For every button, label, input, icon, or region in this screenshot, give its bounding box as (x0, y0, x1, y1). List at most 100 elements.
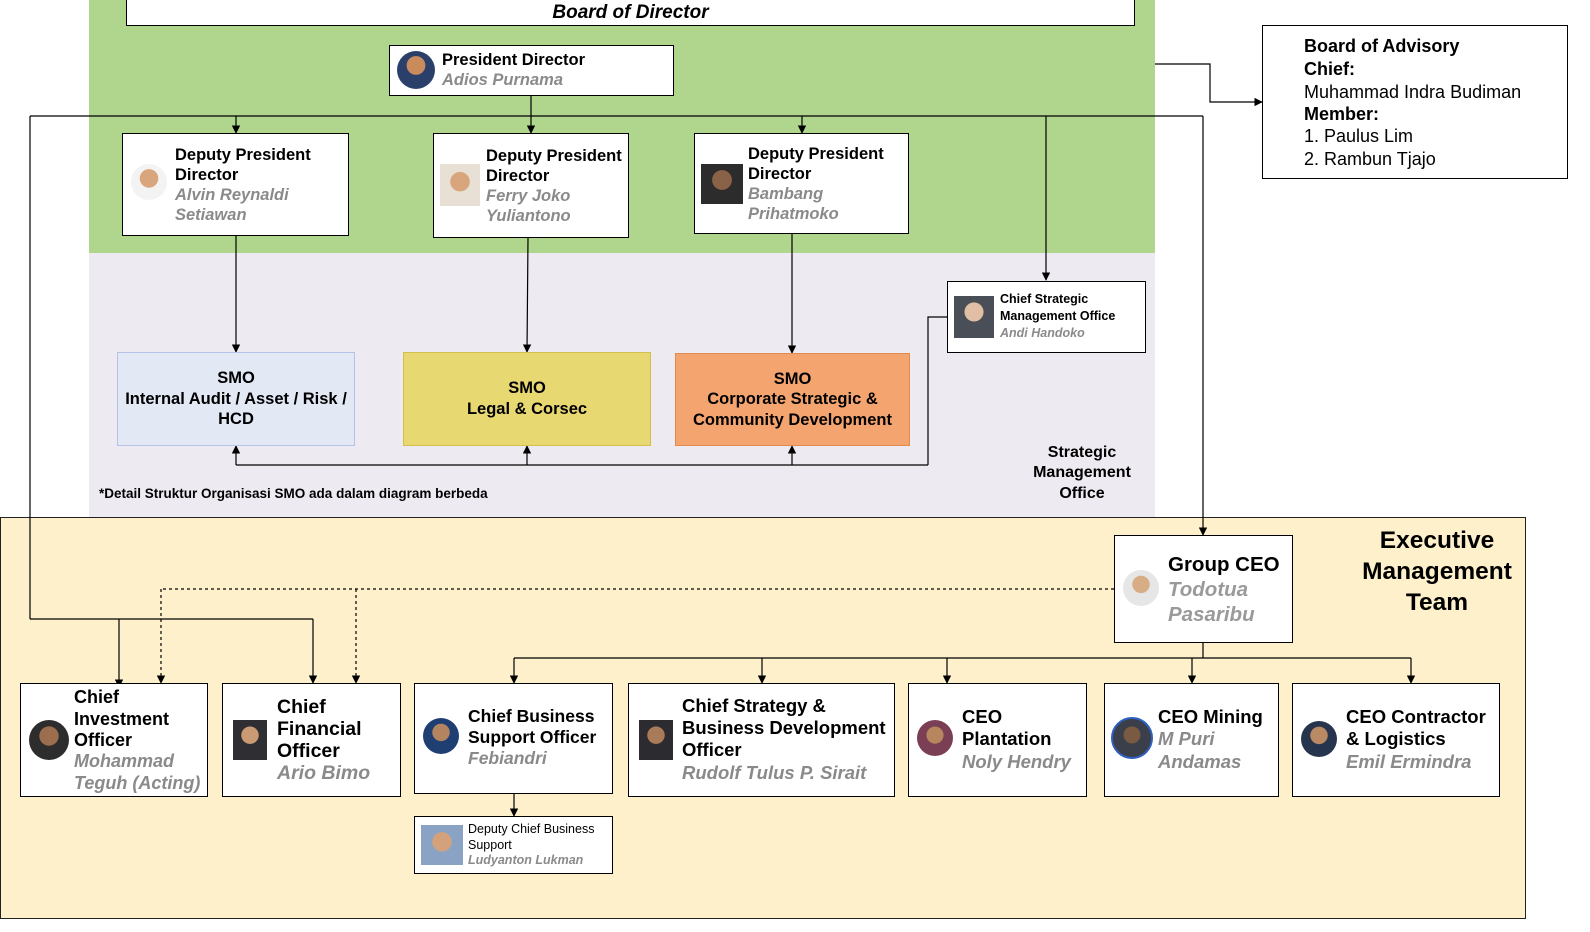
exec-box-ceo-plantation: CEO Plantation Noly Hendry (908, 683, 1087, 797)
exec-box-ceo-contractor: CEO Contractor & Logistics Emil Ermindra (1292, 683, 1500, 797)
exec-box-ceo-mining: CEO Mining M Puri Andamas (1104, 683, 1279, 797)
president-role: President Director (442, 51, 586, 69)
ceo-contractor-name: Emil Ermindra (1346, 751, 1472, 772)
exec-box-cbso: Chief Business Support Officer Febiandri (414, 683, 613, 794)
group-ceo-role: Group CEO (1168, 553, 1280, 576)
advisory-title: Board of Advisory (1304, 36, 1460, 56)
cio-avatar (29, 720, 69, 760)
group-ceo-name-line-1: Todotua (1168, 578, 1249, 601)
ceo-mining-role: CEO Mining (1158, 706, 1263, 727)
ceo-contractor-role-line-1: CEO Contractor (1346, 706, 1486, 727)
exec-zone-label-1: Executive (1379, 527, 1495, 554)
exec-box-cio: Chief Investment Officer Mohammad Teguh … (20, 683, 208, 797)
deputy-cbs-name: Ludyanton Lukman (468, 853, 584, 867)
smo-3-line-3: Community Development (693, 410, 892, 429)
cio-name-line-2: Teguh (Acting) (74, 773, 201, 793)
cfo-avatar (233, 720, 267, 760)
deputy-2-name-line-1: Ferry Joko (486, 187, 571, 205)
smo-internal-audit-box: SMO Internal Audit / Asset / Risk / HCD (117, 352, 355, 446)
cio-name-line-1: Mohammad (74, 751, 175, 771)
deputy-3-role-line-1: Deputy President (748, 145, 884, 163)
ceo-plantation-name: Noly Hendry (962, 751, 1071, 772)
cfo-role-line-1: Chief (277, 696, 326, 718)
chief-smo-avatar (954, 296, 994, 338)
exec-box-cfo: Chief Financial Officer Ario Bimo (222, 683, 401, 797)
advisory-chief-name: Muhammad Indra Budiman (1304, 82, 1522, 102)
board-of-director-bar: Board of Director (126, 0, 1135, 26)
exec-zone-label-3: Team (1405, 589, 1469, 617)
group-ceo-avatar (1123, 570, 1159, 606)
exec-zone-label-2: Management (1362, 558, 1512, 586)
deputy-1-name-line-2: Setiawan (175, 206, 247, 224)
deputy-cbs-avatar (421, 825, 463, 865)
cbso-role-line-2: Support Officer (468, 727, 597, 747)
deputy-president-box-3: Deputy President Director Bambang Prihat… (694, 133, 909, 234)
president-name: Adios Purnama (442, 71, 564, 89)
smo-footnote: *Detail Struktur Organisasi SMO ada dala… (99, 486, 488, 501)
cbso-name: Febiandri (468, 748, 547, 768)
ceo-plantation-role-line-2: Plantation (962, 728, 1052, 749)
cio-role-line-2: Investment (74, 709, 170, 729)
deputy-president-box-2: Deputy President Director Ferry Joko Yul… (433, 133, 629, 238)
csbdo-name: Rudolf Tulus P. Sirait (682, 762, 867, 783)
chief-smo-role-line-1: Chief Strategic (1000, 292, 1089, 306)
deputy-1-role-line-1: Deputy President (175, 146, 311, 164)
board-of-director-title: Board of Director (552, 1, 709, 23)
deputy-2-name-line-2: Yuliantono (486, 207, 571, 225)
president-avatar (397, 51, 435, 89)
group-ceo-name-line-2: Pasaribu (1168, 603, 1255, 626)
deputy-1-name-line-1: Alvin Reynaldi (175, 186, 289, 204)
chief-smo-name: Andi Handoko (1000, 326, 1085, 340)
csbdo-avatar (639, 720, 673, 760)
smo-2-line-1: SMO (508, 379, 546, 398)
cbso-avatar (423, 718, 459, 754)
smo-3-line-1: SMO (773, 369, 812, 388)
ceo-contractor-avatar (1301, 721, 1337, 757)
smo-corporate-strategic-box: SMO Corporate Strategic & Community Deve… (675, 353, 910, 446)
ceo-mining-name-line-2: Andamas (1158, 751, 1242, 772)
smo-zone-label-3: Office (1059, 484, 1105, 502)
deputy-cbs-role-line-1: Deputy Chief Business (468, 822, 595, 836)
deputy-2-role-line-1: Deputy President (486, 147, 622, 165)
chief-smo-box: Chief Strategic Management Office Andi H… (947, 281, 1146, 353)
chief-smo-role-line-2: Management Office (1000, 309, 1116, 323)
ceo-plantation-role-line-1: CEO (962, 706, 1003, 727)
ceo-mining-name-line-1: M Puri (1158, 728, 1215, 749)
smo-2-line-2: Legal & Corsec (466, 400, 588, 418)
advisory-chief-label: Chief: (1304, 59, 1355, 79)
deputy-3-avatar (701, 164, 743, 204)
cfo-name: Ario Bimo (277, 762, 371, 784)
smo-1-line-2: Internal Audit / Asset / Risk / (125, 389, 347, 408)
smo-zone-label: Strategic Management Office (1022, 443, 1142, 504)
ceo-contractor-role-line-2: & Logistics (1346, 728, 1446, 749)
group-ceo-box: Group CEO Todotua Pasaribu (1114, 535, 1293, 643)
deputy-3-name-line-1: Bambang (748, 185, 824, 203)
csbdo-role-line-1: Chief Strategy & (682, 695, 826, 716)
csbdo-role-line-3: Officer (682, 739, 742, 760)
president-director-box: President Director Adios Purnama (389, 45, 674, 96)
deputy-cbs-box: Deputy Chief Business Support Ludyanton … (414, 816, 613, 874)
cfo-role-line-3: Officer (277, 740, 340, 762)
cio-role-line-1: Chief (74, 687, 119, 707)
exec-box-csbdo: Chief Strategy & Business Development Of… (628, 683, 895, 797)
ceo-mining-avatar (1111, 717, 1153, 759)
advisory-member-2: 2. Rambun Tjajo (1304, 149, 1436, 169)
cbso-role-line-1: Chief Business (468, 706, 595, 726)
smo-1-line-3: HCD (218, 410, 254, 429)
deputy-2-avatar (440, 164, 480, 206)
deputy-3-role-line-2: Director (748, 165, 812, 183)
smo-1-line-1: SMO (217, 369, 255, 388)
cfo-role-line-2: Financial (277, 718, 362, 740)
ceo-plantation-avatar (917, 720, 953, 756)
deputy-2-role-line-2: Director (486, 167, 550, 185)
exec-zone-label: Executive Management Team (1352, 525, 1522, 618)
smo-legal-corsec-box: SMO Legal & Corsec (403, 352, 651, 446)
cio-role-line-3: Officer (74, 730, 133, 750)
advisory-member-label: Member: (1304, 104, 1380, 124)
deputy-cbs-role-line-2: Support (468, 838, 512, 852)
deputy-1-avatar (131, 164, 167, 200)
csbdo-role-line-2: Business Development (682, 717, 886, 738)
advisory-member-1: 1. Paulus Lim (1304, 126, 1414, 146)
deputy-1-role-line-2: Director (175, 166, 239, 184)
deputy-president-box-1: Deputy President Director Alvin Reynaldi… (122, 133, 349, 236)
